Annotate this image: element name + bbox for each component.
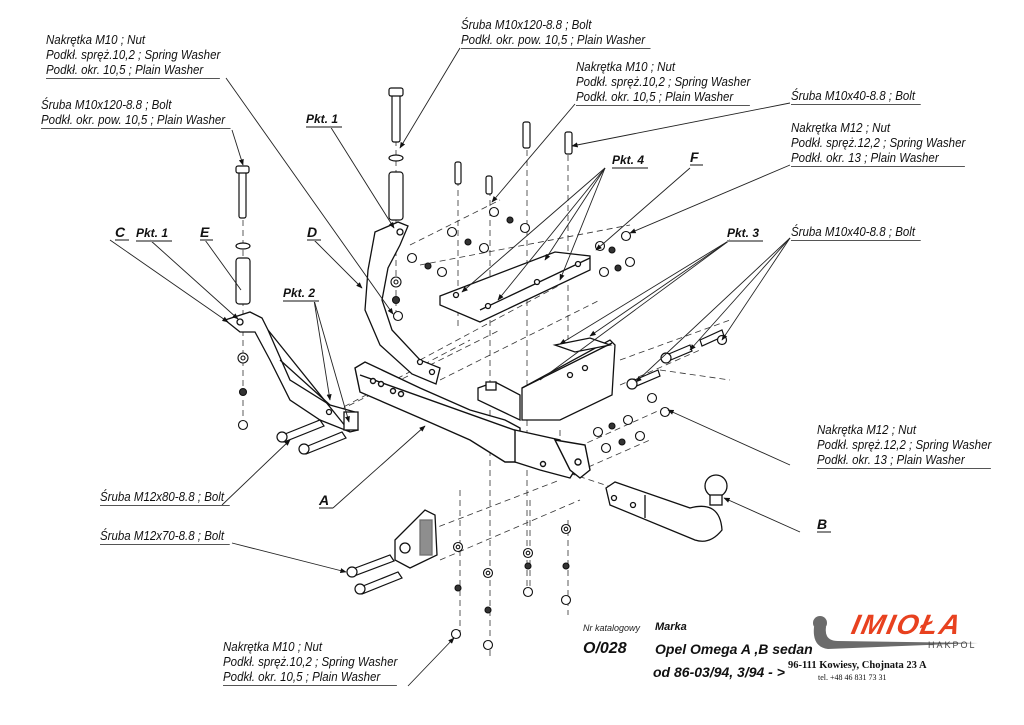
label-bolt-m10x40-mid: Śruba M10x40-8.8 ; Bolt (791, 225, 921, 241)
tag-pkt1-left: Pkt. 1 (136, 227, 173, 242)
label-line: Podkł. okr. 10,5 ; Plain Washer (576, 90, 751, 106)
label-bolt-m10x40-top: Śruba M10x40-8.8 ; Bolt (791, 89, 921, 105)
label-nut-m10-top-left: Nakrętka M10 ; Nut Podkł. spręż.10,2 ; S… (46, 33, 221, 79)
label-line: Podkł. spręż.12,2 ; Spring Washer (791, 136, 966, 150)
label-bolt-m12x80: Śruba M12x80-8.8 ; Bolt (100, 490, 230, 506)
brand-label: Marka (655, 621, 687, 633)
label-line: Śruba M12x80-8.8 ; Bolt (100, 490, 230, 506)
label-line: Podkł. spręż.10,2 ; Spring Washer (576, 75, 751, 89)
bracket-d (364, 221, 441, 385)
tag-pkt3: Pkt. 3 (727, 227, 764, 242)
label-line: Śruba M10x120-8.8 ; Bolt (41, 98, 172, 112)
tow-ball-b (605, 474, 728, 542)
label-line: Podkł. okr. 10,5 ; Plain Washer (46, 63, 221, 79)
label-line: Nakrętka M10 ; Nut (576, 60, 676, 74)
label-nut-m10-bottom: Nakrętka M10 ; Nut Podkł. spręż.10,2 ; S… (223, 640, 398, 686)
tag-c: C (115, 225, 130, 241)
imiola-logo: IMIOŁA HAKPOL (808, 607, 988, 657)
tag-b: B (817, 517, 832, 533)
label-line: Śruba M10x40-8.8 ; Bolt (791, 89, 921, 105)
leader-lines (109, 47, 801, 687)
tag-f: F (690, 150, 703, 166)
label-line: Podkł. okr. pow. 10,5 ; Plain Washer (461, 33, 651, 49)
company-phone: tel. +48 46 831 73 31 (818, 673, 887, 682)
label-nut-m12-top: Nakrętka M12 ; Nut Podkł. spręż.12,2 ; S… (791, 121, 966, 167)
logo-subtitle: HAKPOL (928, 640, 977, 650)
label-line: Nakrętka M12 ; Nut (817, 423, 917, 437)
label-line: Podkł. okr. 10,5 ; Plain Washer (223, 670, 398, 686)
label-nut-m10-center: Nakrętka M10 ; Nut Podkł. spręż.10,2 ; S… (576, 60, 751, 106)
tow-hook-logo-icon (813, 616, 978, 649)
label-line: Nakrętka M10 ; Nut (223, 640, 323, 654)
label-nut-m12-bottom: Nakrętka M12 ; Nut Podkł. spręż.12,2 ; S… (817, 423, 992, 469)
vehicle-years: od 86-03/94, 3/94 - > (653, 664, 785, 680)
main-bar-a (354, 361, 591, 479)
tag-pkt2: Pkt. 2 (283, 287, 320, 302)
label-bolt-m12x70: Śruba M12x70-8.8 ; Bolt (100, 529, 230, 545)
tag-pkt1-top: Pkt. 1 (306, 113, 343, 128)
label-line: Podkł. okr. 13 ; Plain Washer (817, 453, 992, 469)
catalog-number: O/028 (583, 640, 627, 657)
tag-a: A (319, 493, 334, 509)
bracket-f (477, 337, 616, 422)
bracket-c (223, 311, 359, 433)
label-bolt-m10x120-left: Śruba M10x120-8.8 ; Bolt Podkł. okr. pow… (41, 98, 231, 129)
label-line: Podkł. okr. 13 ; Plain Washer (791, 151, 966, 167)
label-line: Podkł. spręż.10,2 ; Spring Washer (223, 655, 398, 669)
label-line: Śruba M10x120-8.8 ; Bolt (461, 18, 592, 32)
vehicle-model: Opel Omega A ,B sedan (655, 641, 813, 657)
company-address: 96-111 Kowiesy, Chojnata 23 A (788, 660, 927, 671)
horizontal-bolts (276, 329, 728, 595)
label-line: Podkł. spręż.10,2 ; Spring Washer (46, 48, 221, 62)
label-line: Podkł. okr. pow. 10,5 ; Plain Washer (41, 113, 231, 129)
label-line: Nakrętka M10 ; Nut (46, 33, 146, 47)
label-line: Śruba M12x70-8.8 ; Bolt (100, 529, 230, 545)
spacers-and-bolts (235, 87, 573, 305)
mounting-plate (439, 251, 591, 323)
socket-plate (394, 509, 438, 569)
catalog-label: Nr katalogowy (583, 623, 641, 633)
label-line: Podkł. spręż.12,2 ; Spring Washer (817, 438, 992, 452)
label-line: Nakrętka M12 ; Nut (791, 121, 891, 135)
tag-e: E (200, 225, 214, 241)
logo-wordmark: IMIOŁA (848, 609, 966, 640)
tag-pkt4: Pkt. 4 (612, 154, 649, 169)
nuts-and-washers (237, 206, 671, 651)
label-bolt-m10x120-top: Śruba M10x120-8.8 ; Bolt Podkł. okr. pow… (461, 18, 651, 49)
tag-d: D (307, 225, 322, 241)
label-line: Śruba M10x40-8.8 ; Bolt (791, 225, 921, 241)
